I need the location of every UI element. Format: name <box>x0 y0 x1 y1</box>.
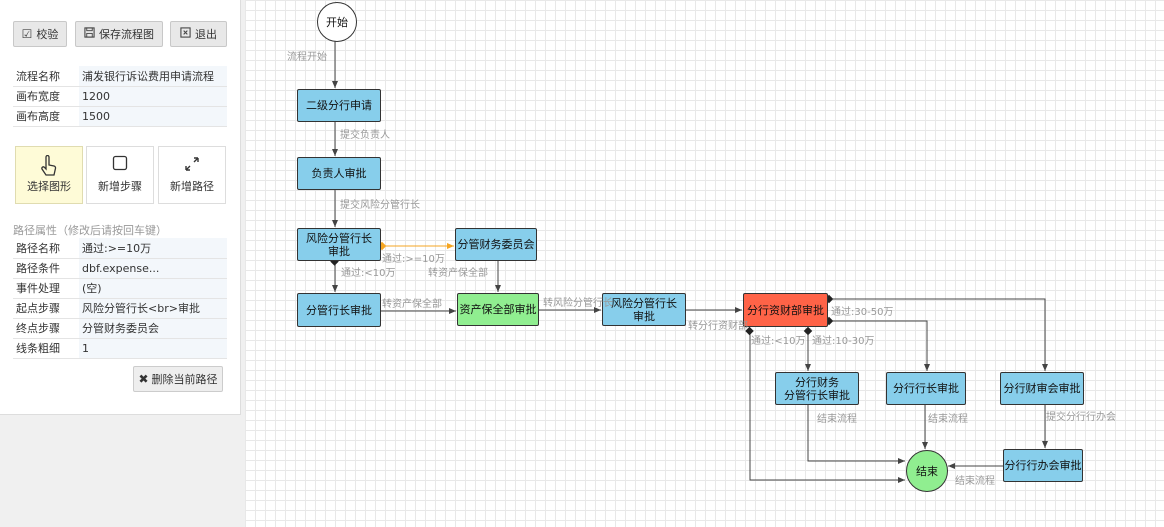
node-label: 分管行长审批 <box>784 388 850 402</box>
checkbox-icon: ☑ <box>21 27 33 41</box>
table-row: 起点步骤风险分管行长<br>审批 <box>13 298 227 319</box>
prop-value-end-step[interactable]: 分管财务委员会 <box>79 318 227 339</box>
edge-label: 流程开始 <box>287 52 327 63</box>
floppy-disk-icon <box>84 27 95 41</box>
prop-label: 起点步骤 <box>13 298 79 319</box>
close-box-icon <box>180 27 191 41</box>
table-row: 画布高度 1500 <box>13 106 227 127</box>
table-row: 事件处理(空) <box>13 278 227 299</box>
edge-branch-to-end-direct <box>749 331 905 483</box>
verify-button-label: 校验 <box>36 28 59 41</box>
node-branch-office-meeting[interactable]: 分行行办会审批 <box>1003 449 1083 482</box>
edge-10-30 <box>828 320 930 371</box>
edge-label: 转资产保全部 <box>382 299 442 310</box>
exit-button-label: 退出 <box>195 28 217 41</box>
edge-label: 提交分行行办会 <box>1046 412 1116 423</box>
flow-properties-table: 流程名称 浦发银行诉讼费用申请流程 画布宽度 1200 画布高度 1500 <box>13 66 227 127</box>
close-x-icon: ✖ <box>138 372 149 386</box>
edge-label: 提交风险分管行长 <box>340 200 420 211</box>
edge-label: 结束流程 <box>817 414 857 425</box>
edge-label: 转分行资财部 <box>688 321 748 332</box>
prop-value-flow-name[interactable]: 浦发银行诉讼费用申请流程 <box>79 66 227 87</box>
add-step-label: 新增步骤 <box>98 180 142 193</box>
edge-label: 转资产保全部 <box>428 268 488 279</box>
sidebar: ☑ 校验 保存流程图 退出 流程名称 浦发银行诉讼费用申请流程 画布宽度 120… <box>0 0 241 527</box>
prop-value-start-step[interactable]: 风险分管行长<br>审批 <box>79 298 227 319</box>
node-branch-finance-vp[interactable]: 分行财务 分管行长审批 <box>775 372 859 405</box>
node-label: 审批 <box>633 309 655 323</box>
prop-value-event-handler[interactable]: (空) <box>79 278 227 299</box>
prop-value-canvas-height[interactable]: 1500 <box>79 106 227 127</box>
edge-label: 提交负责人 <box>340 130 390 141</box>
node-branch-finance-dept[interactable]: 分行资财部审批 <box>743 293 828 327</box>
table-row: 终点步骤分管财务委员会 <box>13 318 227 339</box>
node-risk-vp-approve-2[interactable]: 风险分管行长 审批 <box>602 293 686 326</box>
prop-label: 路径条件 <box>13 258 79 279</box>
edge-label: 结束流程 <box>955 476 995 487</box>
edge-label: 通过:<10万 <box>341 268 396 279</box>
edge-label: 转风险分管行长 <box>543 298 613 309</box>
node-label: 分行财务 <box>795 375 839 389</box>
end-node[interactable]: 结束 <box>906 450 948 492</box>
add-path-tool[interactable]: 新增路径 <box>158 146 226 204</box>
prop-label: 路径名称 <box>13 238 79 259</box>
node-secondary-branch-apply[interactable]: 二级分行申请 <box>297 89 381 122</box>
edge-label: 通过:30-50万 <box>831 307 894 318</box>
verify-button[interactable]: ☑ 校验 <box>13 21 67 47</box>
table-row: 路径名称通过:>=10万 <box>13 238 227 259</box>
start-node[interactable]: 开始 <box>317 2 357 42</box>
edge-label: 结束流程 <box>928 414 968 425</box>
prop-label: 画布高度 <box>13 106 79 127</box>
node-finance-committee[interactable]: 分管财务委员会 <box>455 228 537 261</box>
path-properties-table: 路径名称通过:>=10万 路径条件 dbf.expense... 事件处理(空)… <box>13 238 227 359</box>
save-flowchart-button[interactable]: 保存流程图 <box>75 21 163 47</box>
diagonal-arrows-icon <box>159 155 225 173</box>
edge-label-selected: 通过:>=10万 <box>382 254 445 265</box>
node-lead-approve[interactable]: 负责人审批 <box>297 157 381 190</box>
hand-pointer-icon <box>16 155 82 177</box>
edge-label: 通过:10-30万 <box>812 336 875 347</box>
node-label: 风险分管行长 <box>306 231 372 245</box>
prop-label: 画布宽度 <box>13 86 79 107</box>
prop-value-path-name[interactable]: 通过:>=10万 <box>79 238 227 259</box>
edge-anchor <box>745 326 754 336</box>
node-label: 审批 <box>328 244 350 258</box>
add-path-label: 新增路径 <box>170 180 214 193</box>
add-step-tool[interactable]: 新增步骤 <box>86 146 154 204</box>
edge-finance-to-end <box>807 405 905 464</box>
node-label: 风险分管行长 <box>611 296 677 310</box>
table-row: 画布宽度 1200 <box>13 86 227 107</box>
select-shape-label: 选择图形 <box>27 180 71 193</box>
node-asset-preservation[interactable]: 资产保全部审批 <box>457 293 539 326</box>
prop-value-canvas-width[interactable]: 1200 <box>79 86 227 107</box>
flow-canvas[interactable]: 开始 二级分行申请 负责人审批 风险分管行长 审批 分管财务委员会 分管行长审批… <box>245 0 1164 527</box>
table-row: 流程名称 浦发银行诉讼费用申请流程 <box>13 66 227 87</box>
select-shape-tool[interactable]: 选择图形 <box>15 146 83 204</box>
node-branch-audit-committee[interactable]: 分行财审会审批 <box>1000 372 1084 405</box>
prop-value-line-width[interactable]: 1 <box>79 338 227 359</box>
properties-panel: ☑ 校验 保存流程图 退出 流程名称 浦发银行诉讼费用申请流程 画布宽度 120… <box>0 0 241 415</box>
node-manager-approve[interactable]: 分管行长审批 <box>297 293 381 327</box>
edge-anchor <box>803 326 813 336</box>
edge-30-50 <box>828 298 1048 371</box>
prop-label: 事件处理 <box>13 278 79 299</box>
table-row: 路径条件 dbf.expense... <box>13 258 227 279</box>
prop-label: 流程名称 <box>13 66 79 87</box>
prop-label: 线条粗细 <box>13 338 79 359</box>
edge-label: 通过:<10万 <box>751 336 806 347</box>
prop-label: 终点步骤 <box>13 318 79 339</box>
prop-value-path-condition[interactable]: dbf.expense... <box>79 258 227 279</box>
node-branch-president[interactable]: 分行行长审批 <box>886 372 966 405</box>
delete-path-button[interactable]: ✖ 删除当前路径 <box>133 366 223 392</box>
delete-path-label: 删除当前路径 <box>151 373 218 386</box>
square-icon <box>87 155 153 171</box>
exit-button[interactable]: 退出 <box>170 21 227 47</box>
save-flowchart-label: 保存流程图 <box>99 28 154 41</box>
path-properties-title: 路径属性（修改后请按回车键） <box>13 224 167 237</box>
node-risk-vp-approve[interactable]: 风险分管行长 审批 <box>297 228 381 261</box>
